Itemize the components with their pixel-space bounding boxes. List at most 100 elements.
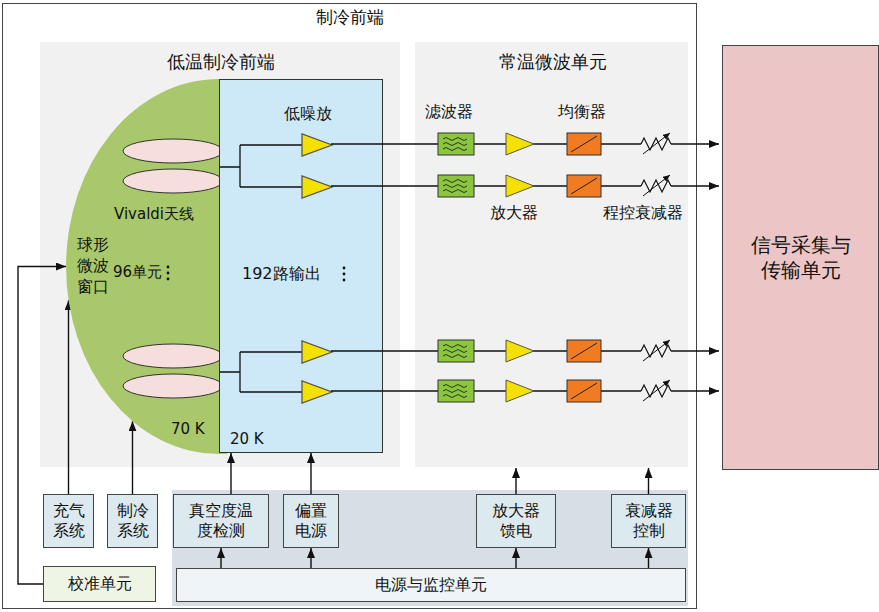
attenuator-control-box: 衰减器控制 [611, 494, 686, 548]
component-label: 均衡器 [558, 102, 606, 122]
filter-wave [443, 138, 467, 141]
vivaldi-antenna [123, 139, 223, 163]
node-text: 信号采集与传输单元 [751, 233, 851, 283]
filter-wave [443, 185, 467, 188]
node-text: 低温制冷前端 [41, 51, 401, 74]
filter-symbol [438, 380, 474, 402]
output-arrow [671, 185, 719, 186]
component-label: 放大器 [490, 203, 538, 223]
node-text: 电源与监控单元 [375, 575, 487, 595]
equalizer-symbol [567, 133, 601, 155]
bias-supply-box: 偏置电源 [283, 494, 339, 548]
power-monitor-band [172, 490, 688, 606]
node-text: 球形微波窗口 [77, 235, 109, 297]
vivaldi-antenna [123, 374, 223, 398]
feed-split-line [220, 145, 302, 187]
power-monitor-box: 电源与监控单元 [176, 568, 686, 602]
node-subtext: 96单元 [113, 263, 162, 282]
amplifier-symbol [506, 340, 534, 362]
cooling-system-box: 制冷系统 [107, 494, 158, 548]
equalizer-slash [571, 343, 597, 359]
node-text: 常温微波单元 [416, 51, 689, 74]
attenuator-arrow [643, 175, 670, 196]
node-text: 放大器馈电 [492, 501, 540, 541]
component-label: 程控衰减器 [603, 203, 683, 223]
cryo-region: 低温制冷前端 球形微波窗口 Vivaldi天线 96单元 70 K 低噪放 192路输出… [41, 43, 401, 468]
connector-arrow [648, 548, 649, 568]
filter-symbol [438, 340, 474, 362]
node-subtext: 192路输出 [242, 264, 321, 284]
calibration-box: 校准单元 [43, 566, 156, 602]
feed-split-line [220, 352, 302, 392]
lna-symbol [302, 381, 332, 403]
node-text: 偏置电源 [295, 501, 327, 541]
ellipsis-dot [343, 267, 346, 270]
connector-arrow [220, 548, 221, 568]
ellipsis-dot [167, 272, 170, 275]
connector-arrow [68, 300, 69, 494]
filter-symbol [438, 133, 474, 155]
connector-arrow [648, 468, 649, 494]
amplifier-symbol [506, 380, 534, 402]
spherical-window-shape [66, 79, 227, 454]
ellipsis-dot [343, 279, 346, 282]
lna-symbol [302, 176, 332, 198]
attenuator-arrow [643, 133, 670, 154]
filter-wave [443, 385, 467, 388]
equalizer-symbol [567, 380, 601, 402]
connector-arrow [132, 421, 133, 494]
cryo-region-fill [40, 42, 400, 467]
equalizer-slash [571, 178, 597, 194]
equalizer-symbol [567, 340, 601, 362]
node-text: 衰减器控制 [625, 501, 673, 541]
lna-symbol [302, 134, 332, 156]
microwave-chain-art [331, 43, 726, 468]
gas-fill-box: 充气系统 [43, 494, 94, 548]
attenuator-arrow [643, 380, 670, 401]
ellipsis-dot [343, 273, 346, 276]
filter-wave [443, 190, 467, 193]
signal-acquisition-box: 信号采集与传输单元 [722, 45, 879, 470]
vivaldi-antenna [123, 169, 223, 193]
output-arrow [671, 143, 719, 144]
cryo-frontend-housing: 制冷前端低温制冷前端 球形微波窗口 Vivaldi天线 96单元 70 K 低噪放 19… [2, 3, 697, 609]
ellipsis-dot [167, 266, 170, 269]
filter-wave [443, 390, 467, 393]
component-label: 滤波器 [425, 102, 473, 122]
equalizer-symbol [567, 175, 601, 197]
vacuum-temp-box: 真空度温度检测 [173, 494, 269, 548]
output-arrow [671, 390, 719, 391]
lna-block: 低噪放 192路输出 20 K [219, 79, 383, 453]
connector-arrow [515, 468, 516, 494]
node-text: 制冷前端 [3, 7, 696, 28]
node-subtext: Vivaldi天线 [114, 205, 194, 224]
equalizer-slash [571, 136, 597, 152]
node-subtext: 70 K [171, 420, 205, 439]
filter-wave [443, 355, 467, 358]
filter-wave [443, 143, 467, 146]
connector-arrow [310, 453, 311, 494]
lna-symbol [302, 341, 332, 363]
attenuator-arrow [643, 340, 670, 361]
node-subtext: 20 K [230, 430, 264, 449]
connector-arrow [515, 548, 516, 568]
ellipsis-dot [167, 278, 170, 281]
output-arrow [671, 350, 719, 351]
spherical-window: 球形微波窗口 Vivaldi天线 96单元 70 K [66, 79, 226, 454]
amplifier-symbol [506, 175, 534, 197]
node-text: 充气系统 [53, 501, 85, 541]
node-text: 校准单元 [68, 574, 132, 594]
equalizer-slash [571, 383, 597, 399]
filter-wave [443, 180, 467, 183]
filter-symbol [438, 175, 474, 197]
node-text: 低噪放 [284, 104, 332, 124]
filter-wave [443, 345, 467, 348]
filter-wave [443, 350, 467, 353]
filter-wave [443, 395, 467, 398]
connector-arrow [230, 453, 231, 494]
node-text: 制冷系统 [117, 501, 149, 541]
filter-wave [443, 148, 467, 151]
room-temp-region-fill [415, 42, 688, 467]
amplifier-symbol [506, 133, 534, 155]
amp-feed-box: 放大器馈电 [476, 494, 556, 548]
